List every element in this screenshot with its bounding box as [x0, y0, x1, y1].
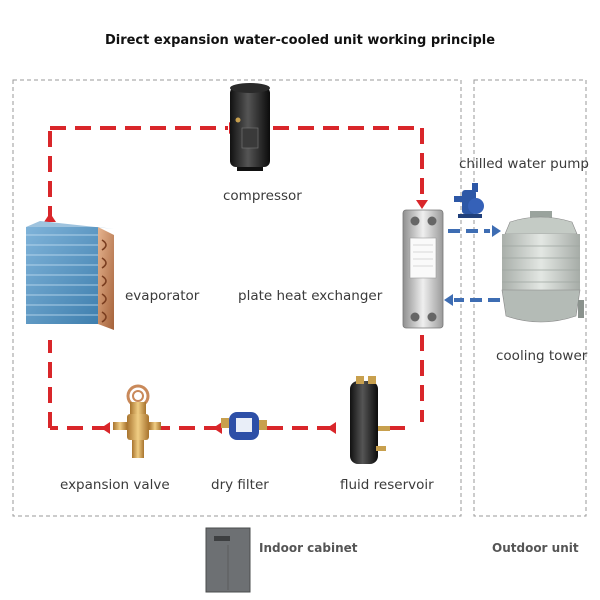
fluid-reservoir-label: fluid reservoir: [340, 477, 434, 493]
dry-filter-label: dry filter: [211, 477, 269, 493]
pump-icon: [454, 183, 484, 218]
outdoor-unit-label: Outdoor unit: [492, 541, 579, 555]
expansion-valve-icon: [113, 384, 161, 458]
chilled-water-pump-label: chilled water pump: [459, 156, 589, 172]
plate-heat-exchanger-icon: [402, 209, 444, 329]
fluid-reservoir-icon: [350, 376, 390, 464]
water-flow-arrowheads: [444, 225, 501, 306]
dry-filter-icon: [221, 412, 267, 440]
indoor-cabinet-label: Indoor cabinet: [259, 541, 358, 555]
water-flow-arrows: [448, 229, 500, 302]
compressor-label: compressor: [223, 188, 302, 204]
diagram-title: Direct expansion water-cooled unit worki…: [104, 33, 496, 48]
evaporator-label: evaporator: [125, 288, 200, 304]
cooling-tower-icon: [501, 211, 584, 323]
plate-heat-exchanger-label: plate heat exchanger: [238, 288, 383, 304]
cooling-tower-label: cooling tower: [496, 348, 588, 364]
refrigerant-flow-path: [48, 126, 424, 430]
compressor-icon: [230, 83, 270, 171]
evaporator-coil-icon: [26, 221, 114, 330]
expansion-valve-label: expansion valve: [60, 477, 170, 493]
cabinet-icon: [205, 527, 251, 593]
